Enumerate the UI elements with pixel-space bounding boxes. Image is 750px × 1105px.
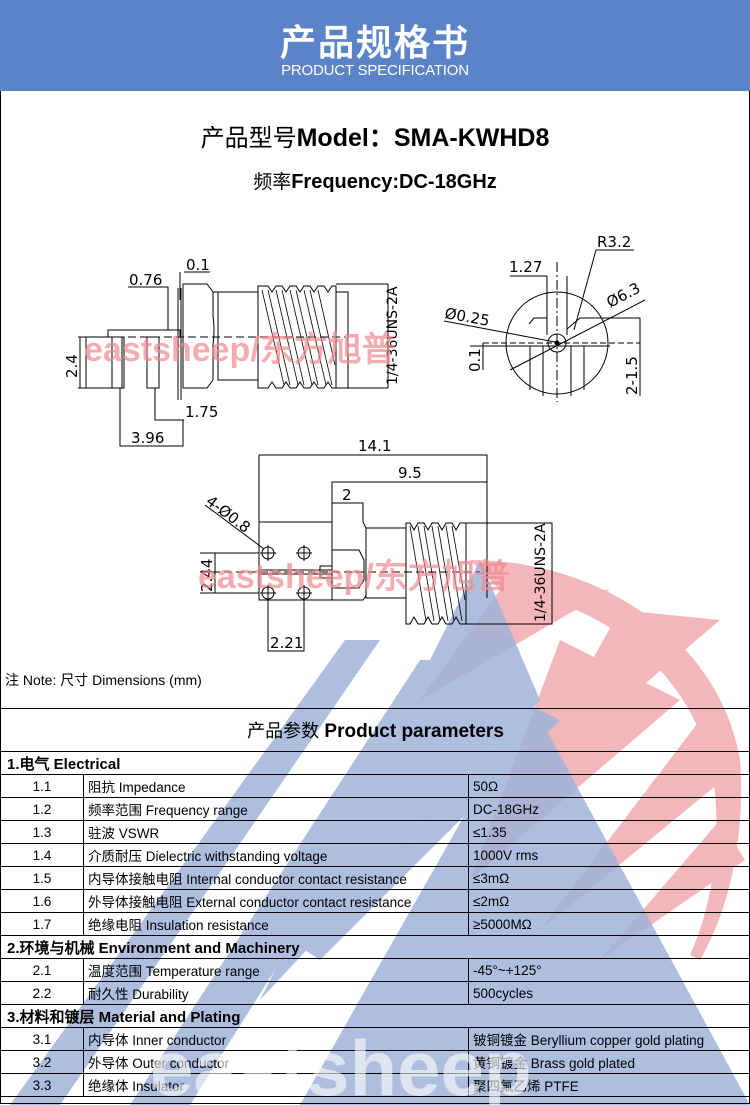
dim-pin-offset: 0.76 bbox=[129, 271, 162, 289]
section-environment: 2.环境与机械 Environment and Machinery bbox=[0, 935, 750, 959]
dim-body-length: 9.5 bbox=[398, 464, 422, 482]
dim-pin-dia: Ø0.25 bbox=[443, 304, 491, 330]
dim-width: 1.27 bbox=[509, 258, 542, 276]
drawing-watermark-2: eastsheep/东方旭普 bbox=[198, 557, 510, 596]
dim-radius: R3.2 bbox=[597, 233, 631, 251]
frequency-value: DC-18GHz bbox=[399, 171, 497, 193]
model-title: 产品型号Model：SMA-KWHD8 bbox=[0, 118, 750, 154]
dim-leg-span: 3.96 bbox=[131, 429, 164, 447]
technical-drawing: 0.1 0.76 1.75 3.96 2.4 1/4-36UNS-2A R3.2… bbox=[63, 233, 646, 652]
banner-title-cn: 产品规格书 bbox=[279, 23, 470, 64]
dim-total-length: 14.1 bbox=[358, 437, 391, 455]
dim-offset: 0.1 bbox=[466, 348, 484, 372]
parameters-title: 产品参数 Product parameters bbox=[0, 708, 750, 752]
header-banner: 产品规格书 PRODUCT SPECIFICATION bbox=[0, 0, 750, 91]
dim-hex-width: 2 bbox=[342, 486, 352, 504]
dim-leg-spacing: 1.75 bbox=[185, 403, 218, 421]
frequency-label-cn: 频率 bbox=[253, 171, 292, 193]
parameters-header-row: 产品参数 Product parameters bbox=[0, 708, 750, 752]
section-material: 3.材料和镀层 Material and Plating bbox=[0, 1004, 750, 1028]
section-electrical: 1.电气 Electrical bbox=[0, 751, 750, 775]
frequency-title: 频率Frequency:DC-18GHz bbox=[0, 167, 750, 194]
dim-flange: 0.1 bbox=[186, 256, 210, 274]
dim-height: 2.4 bbox=[63, 354, 81, 378]
dimension-note: 注 Note: 尺寸 Dimensions (mm) bbox=[5, 672, 202, 688]
frequency-label-en: Frequency: bbox=[291, 171, 400, 193]
model-value: SMA-KWHD8 bbox=[393, 124, 550, 152]
dim-holes: 4-Ø0.8 bbox=[203, 492, 254, 537]
parameters-table: 产品参数 Product parameters 1.电气 Electrical … bbox=[0, 708, 750, 1097]
side-view bbox=[78, 271, 389, 447]
drawing-watermark-1: eastsheep/东方旭普 bbox=[84, 330, 396, 369]
dim-hole-spacing-v: 2.44 bbox=[198, 559, 216, 592]
model-label-cn: 产品型号 bbox=[200, 124, 297, 152]
dim-legs: 2-1.5 bbox=[623, 356, 641, 395]
top-thread-spec: 1/4-36UNS-2A bbox=[533, 523, 549, 622]
top-view bbox=[200, 454, 553, 652]
dim-hole-spacing-h: 2.21 bbox=[270, 634, 303, 652]
banner-title-en: PRODUCT SPECIFICATION bbox=[281, 62, 469, 79]
front-view bbox=[443, 249, 646, 402]
dim-body-dia: Ø6.3 bbox=[603, 279, 643, 312]
side-thread-spec: 1/4-36UNS-2A bbox=[385, 286, 401, 385]
model-label-en: Model： bbox=[296, 124, 394, 152]
